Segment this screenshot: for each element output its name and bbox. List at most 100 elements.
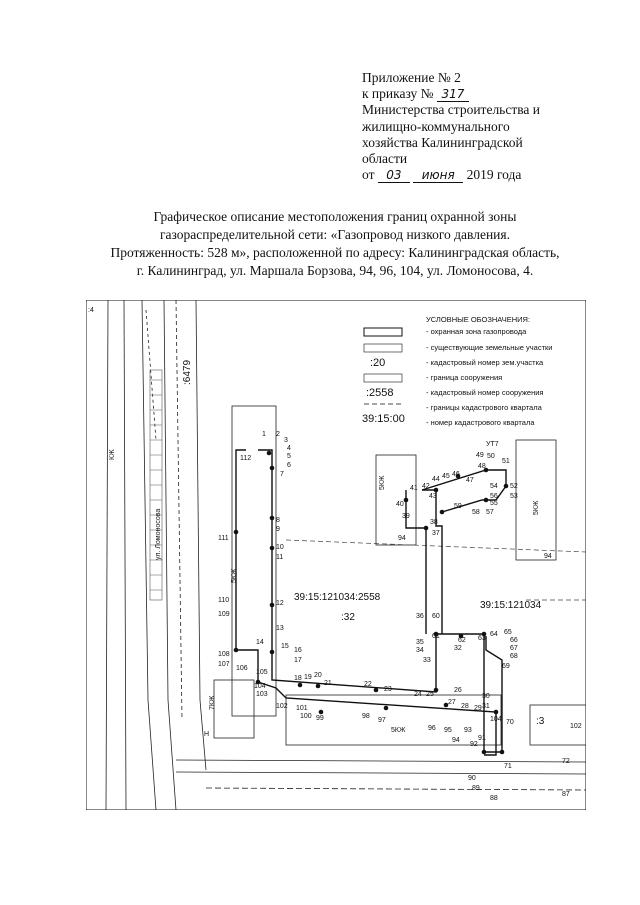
house-number-2: 94 (544, 553, 552, 560)
roads (105, 300, 586, 810)
point-label: 46 (452, 471, 460, 478)
point-label: 6 (287, 462, 291, 469)
quarter-boundaries (285, 539, 586, 601)
building-label-5: 5КЖ (533, 500, 540, 515)
point-label: 28 (461, 703, 469, 710)
point-label: 19 (304, 674, 312, 681)
point-label: 37 (432, 530, 440, 537)
point-label: 38 (430, 519, 438, 526)
order-prefix: к приказу № (362, 86, 434, 102)
point-label: 107 (218, 661, 230, 668)
point-label: 88 (490, 795, 498, 802)
date-line: от 03 июня 2019 года (362, 167, 622, 184)
point-label: 33 (423, 657, 431, 664)
point-label: 109 (218, 611, 230, 618)
document-title: Графическое описание местоположения гран… (70, 208, 600, 280)
point-label: 50 (487, 453, 495, 460)
point-label: 64 (490, 631, 498, 638)
building-label-4: 5КЖ (391, 727, 406, 734)
point-label: 101 (296, 705, 308, 712)
point-label: 3 (284, 437, 288, 444)
order-line: к приказу № 317 (362, 86, 622, 103)
point-label: 2 (276, 431, 280, 438)
point-label: 5 (287, 453, 291, 460)
parcel-6479-label: :6479 (182, 360, 193, 385)
map-legend: УСЛОВНЫЕ ОБОЗНАЧЕНИЯ: :20 :2558 39:15:00… (356, 304, 581, 432)
point-label: 29 (474, 705, 482, 712)
point-label: 92 (470, 741, 478, 748)
legend-item: - кадастровый номер зем.участка (426, 358, 544, 367)
point-label: 14 (256, 639, 264, 646)
point-label: 112 (240, 455, 251, 462)
point-label: 93 (464, 727, 472, 734)
point-label: 105 (256, 669, 268, 676)
legend-swatch-structure (363, 373, 403, 383)
cadastral-map: :4 :6479 ул. Ломоносова КЖ 5КЖ 5КЖ 7КЖ 5… (86, 300, 586, 810)
point-label: 106 (236, 665, 248, 672)
point-label: 66 (510, 637, 518, 644)
buildings (213, 405, 586, 746)
point-label: 51 (502, 458, 510, 465)
point-label: 22 (364, 681, 372, 688)
point-label: 15 (281, 643, 289, 650)
house-number-1: 94 (398, 535, 406, 542)
building-label-3: 7КЖ (209, 695, 216, 710)
point-label: 20 (314, 672, 322, 679)
building-label-left: КЖ (109, 449, 116, 460)
point-label: 61 (432, 633, 440, 640)
legend-item: - номер кадастрового квартала (426, 418, 535, 427)
date-prefix: от (362, 167, 375, 183)
point-label: 24 (414, 691, 422, 698)
point-label: 18 (294, 675, 302, 682)
point-label: 10 (276, 544, 284, 551)
point-label: 9 (276, 526, 280, 533)
point-label: 13 (276, 625, 284, 632)
ministry-line-2: жилищно-коммунального (362, 118, 510, 134)
point-label: 47 (466, 477, 474, 484)
point-label: 39 (402, 513, 410, 520)
point-label: 72 (562, 758, 570, 765)
point-label: 40 (396, 501, 404, 508)
point-label: 110 (218, 597, 229, 604)
ministry-line-3: хозяйства Калининградской (362, 134, 523, 150)
house-number-3: 102 (570, 723, 582, 730)
point-label: 63 (478, 635, 486, 642)
order-number: 317 (436, 87, 469, 103)
point-label: 60 (432, 613, 440, 620)
point-label: 94 (452, 737, 460, 744)
legend-item: - охранная зона газопровода (426, 327, 527, 336)
point-label: 111 (218, 535, 229, 542)
point-label: 27 (448, 699, 456, 706)
parking-area (149, 369, 163, 601)
point-label: 104 (254, 683, 266, 690)
structure-cadastral-number: 39:15:121034:2558 (294, 592, 381, 603)
point-label: 32 (454, 645, 462, 652)
point-label: 48 (478, 463, 486, 470)
title-line-4: г. Калининград, ул. Маршала Борзова, 94,… (136, 263, 534, 278)
legend-code-parcel: :20 (370, 357, 385, 369)
point-label: 68 (510, 653, 518, 660)
legend-item: - существующие земельные участки (426, 343, 553, 352)
point-label: 100 (300, 713, 312, 720)
point-label: 95 (444, 727, 452, 734)
point-label: 35 (416, 639, 424, 646)
point-label: 1 (262, 431, 266, 438)
point-label: 70 (506, 719, 514, 726)
legend-swatch-zone (363, 327, 403, 337)
point-label: 62 (458, 637, 466, 644)
point-label: 7 (280, 471, 284, 478)
point-label: 4 (287, 445, 291, 452)
point-label: 90 (468, 775, 476, 782)
point-label: 8 (276, 517, 280, 524)
point-label: 54 (490, 483, 498, 490)
point-label: 42 (422, 483, 430, 490)
point-label: 67 (510, 645, 518, 652)
point-label: 103 (256, 691, 268, 698)
point-label: 45 (442, 473, 450, 480)
point-labels: 1 2 3 4 5 6 7 8 9 10 11 12 13 14 15 16 1… (218, 431, 570, 802)
point-label: 96 (428, 725, 436, 732)
point-label: 30 (482, 693, 490, 700)
legend-item: - границы кадастрового квартала (426, 403, 543, 412)
document-header: Приложение № 2 к приказу № 317 Министерс… (362, 70, 622, 184)
point-label: 57 (486, 509, 494, 516)
